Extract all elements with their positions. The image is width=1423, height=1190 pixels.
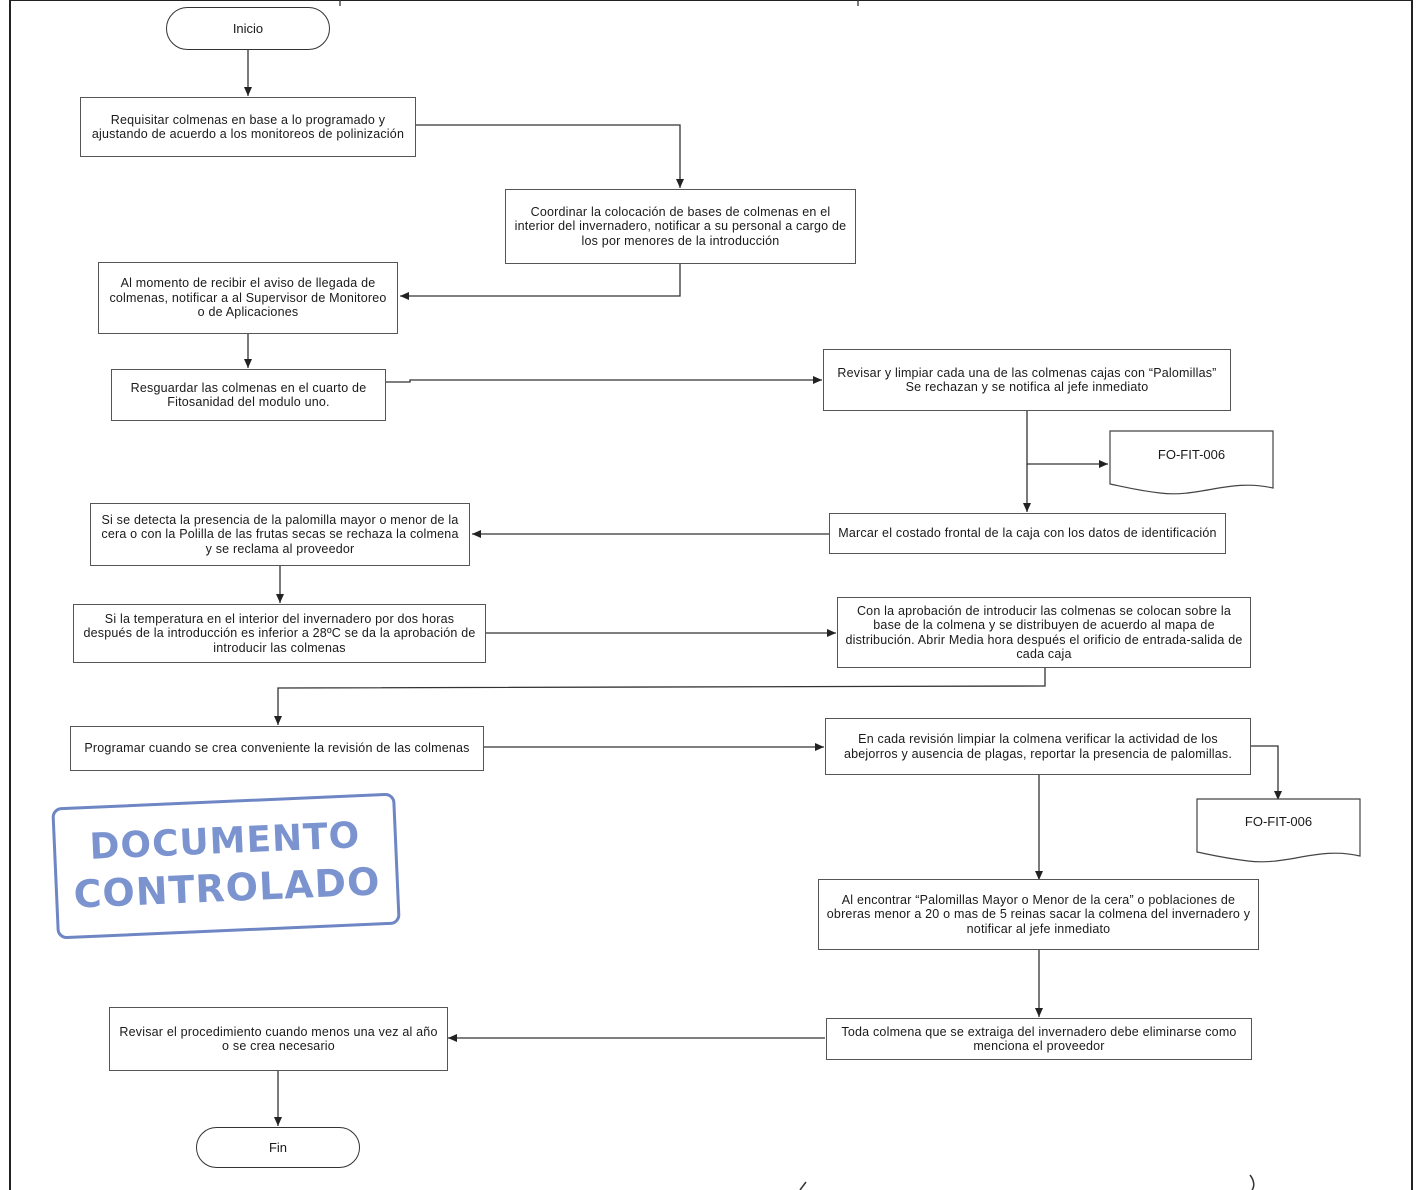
step-aviso-llegada: Al momento de recibir el aviso de llegad… xyxy=(98,262,398,334)
step-resguardar-colmenas: Resguardar las colmenas en el cuarto de … xyxy=(111,369,386,421)
controlled-document-stamp: DOCUMENTO CONTROLADO xyxy=(51,792,401,940)
step-text: Toda colmena que se extraiga del inverna… xyxy=(841,1024,1237,1054)
step-marcar-caja: Marcar el costado frontal de la caja con… xyxy=(829,513,1226,554)
document-label-2: FO-FIT-006 xyxy=(1244,814,1313,829)
step-detecta-palomilla: Si se detecta la presencia de la palomil… xyxy=(90,503,470,566)
connector-s11-doc2 xyxy=(1251,745,1282,800)
connector-s5-doc1 xyxy=(1026,411,1108,468)
step-text: Revisar el procedimiento cuando menos un… xyxy=(119,1024,438,1054)
step-text: Revisar y limpiar cada una de las colmen… xyxy=(837,365,1217,395)
step-text: Al momento de recibir el aviso de llegad… xyxy=(109,276,387,320)
stamp-line-2: CONTROLADO xyxy=(72,859,382,917)
step-revisar-procedimiento: Revisar el procedimiento cuando menos un… xyxy=(109,1007,448,1071)
step-text: Resguardar las colmenas en el cuarto de … xyxy=(130,380,367,410)
connector-s1-s2 xyxy=(416,124,684,188)
step-requisitar-colmenas: Requisitar colmenas en base a lo program… xyxy=(80,97,416,157)
step-text: Requisitar colmenas en base a lo program… xyxy=(91,112,405,142)
step-text: Marcar el costado frontal de la caja con… xyxy=(838,526,1217,541)
step-text: En cada revisión limpiar la colmena veri… xyxy=(843,732,1233,761)
connector-s9-s10 xyxy=(274,668,1046,725)
step-text: Si la temperatura en el interior del inv… xyxy=(83,611,476,655)
step-revisar-limpiar: Revisar y limpiar cada una de las colmen… xyxy=(823,349,1231,411)
step-programar-revision: Programar cuando se crea conveniente la … xyxy=(70,726,484,771)
step-aprobacion-introducir: Con la aprobación de introducir las colm… xyxy=(837,597,1251,668)
start-label: Inicio xyxy=(232,21,264,36)
step-text: Si se detecta la presencia de la palomil… xyxy=(101,512,459,556)
step-text: Programar cuando se crea conveniente la … xyxy=(84,741,470,756)
end-label: Fin xyxy=(268,1140,288,1155)
signature-mark xyxy=(799,1174,1255,1190)
step-text: Con la aprobación de introducir las colm… xyxy=(845,603,1243,662)
document-shape-1 xyxy=(1109,430,1274,495)
document-label-1: FO-FIT-006 xyxy=(1157,447,1226,462)
step-coordinar-bases: Coordinar la colocación de bases de colm… xyxy=(505,189,856,264)
step-encontrar-palomillas: Al encontrar “Palomillas Mayor o Menor d… xyxy=(818,879,1259,950)
step-text: Al encontrar “Palomillas Mayor o Menor d… xyxy=(826,892,1251,936)
step-text: Coordinar la colocación de bases de colm… xyxy=(514,204,847,248)
connector-s4-s5 xyxy=(386,376,822,384)
connector-s2-s3 xyxy=(400,264,681,300)
step-revision-limpiar: En cada revisión limpiar la colmena veri… xyxy=(825,718,1251,775)
page-frame xyxy=(9,0,1413,1190)
step-eliminar-colmena: Toda colmena que se extraiga del inverna… xyxy=(826,1018,1252,1060)
end-terminal: Fin xyxy=(196,1127,360,1168)
step-temperatura: Si la temperatura en el interior del inv… xyxy=(73,604,486,663)
start-terminal: Inicio xyxy=(166,7,330,50)
document-shape-2 xyxy=(1196,798,1361,863)
